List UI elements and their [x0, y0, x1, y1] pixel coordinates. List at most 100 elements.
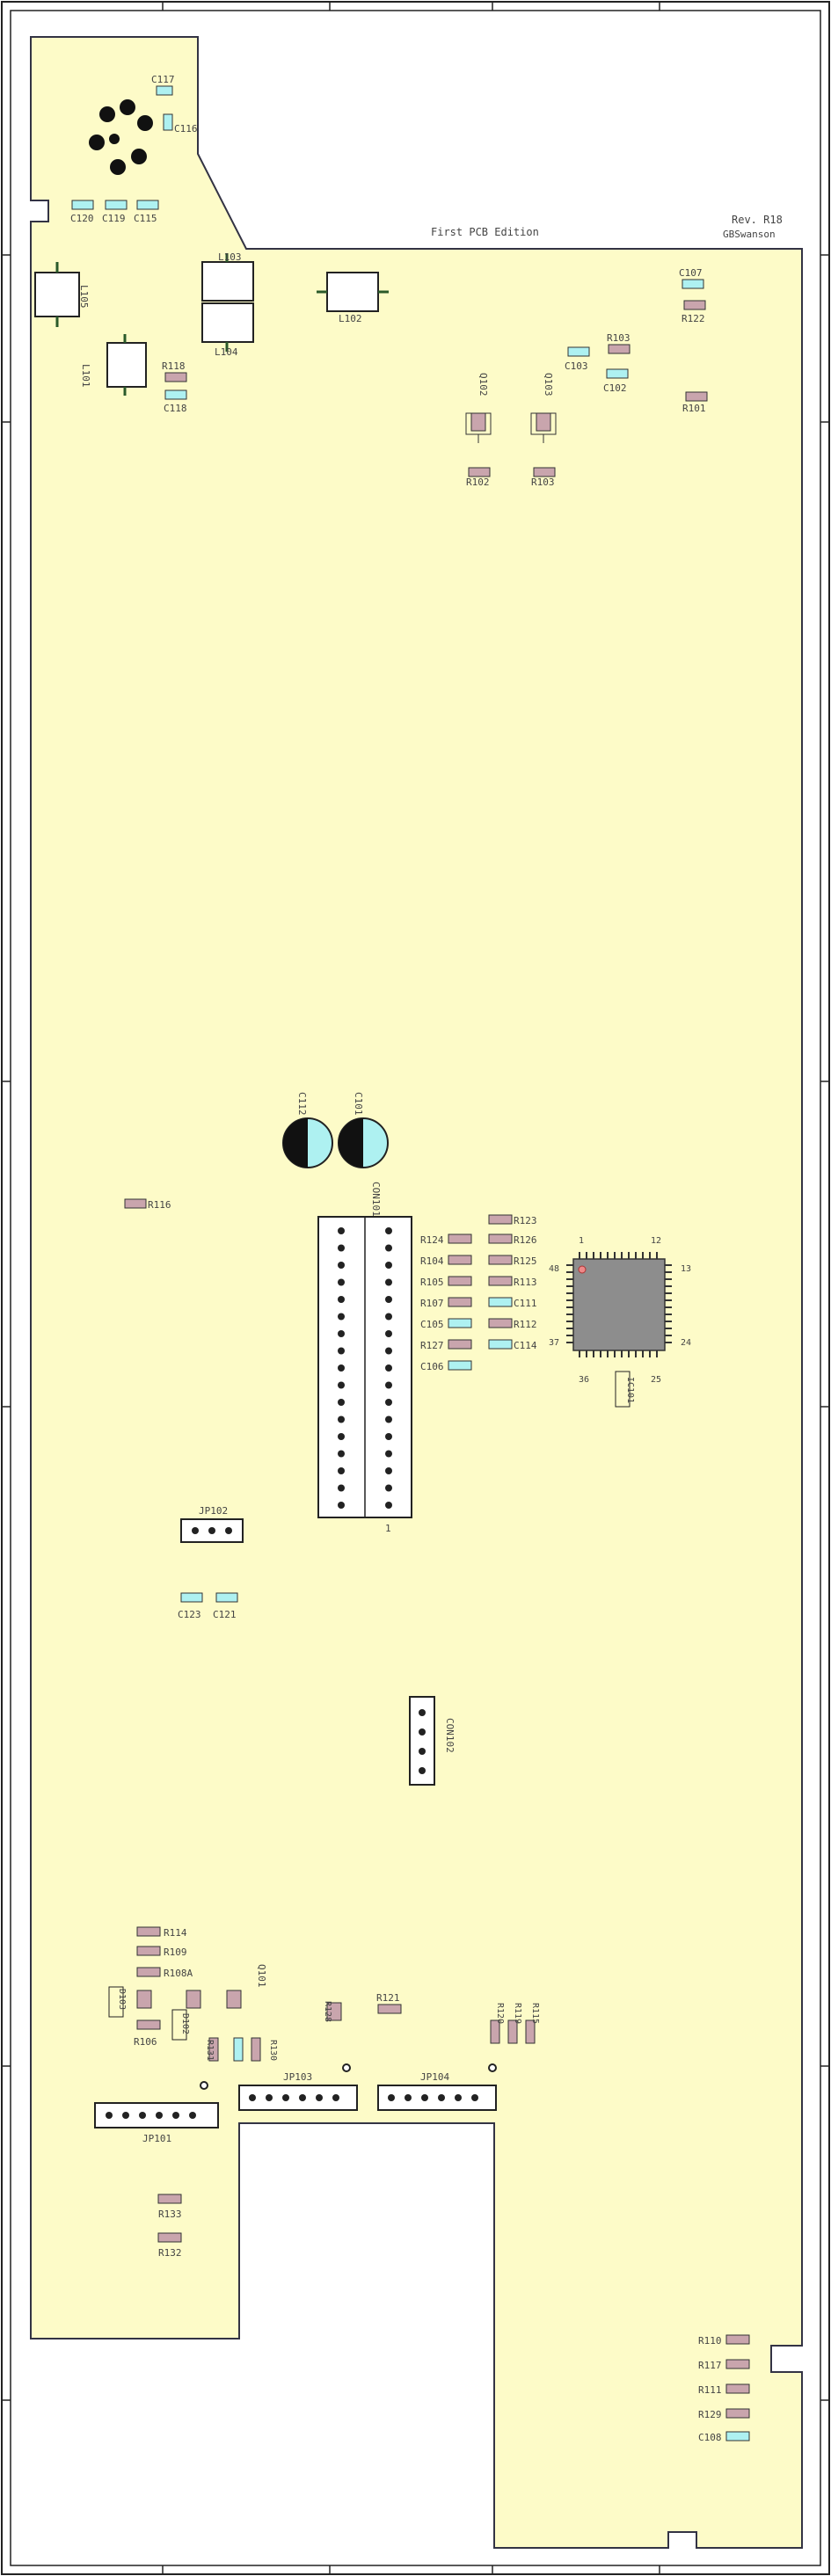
label-jp103: JP103	[283, 2071, 312, 2083]
connector-pin	[338, 1296, 345, 1303]
ic-pin	[665, 1313, 672, 1315]
label-r132: R132	[158, 2247, 182, 2259]
label-r104: R104	[420, 1255, 444, 1267]
ic-pin	[621, 1350, 623, 1357]
ic-pin	[600, 1350, 601, 1357]
label-r103b: R103	[531, 477, 555, 488]
header-jp102-pins	[192, 1527, 232, 1534]
ic-pin	[649, 1252, 651, 1259]
label-r116: R116	[148, 1199, 171, 1211]
connector-con102-pins	[419, 1709, 426, 1774]
label-jp104: JP104	[420, 2071, 449, 2083]
drawing-frame-inner	[10, 10, 821, 2566]
label-r124: R124	[420, 1234, 444, 1246]
header-jp101-pins	[106, 2112, 196, 2119]
organization-text: GBSwanson	[723, 229, 776, 240]
label-l103: L103	[218, 251, 242, 263]
board-outline	[30, 36, 803, 2549]
connector-pin	[338, 1313, 345, 1321]
vias	[200, 2063, 497, 2090]
label-c119: C119	[102, 213, 126, 224]
connector-pin	[338, 1262, 345, 1269]
label-jp102: JP102	[199, 1505, 228, 1517]
ic-pin	[665, 1328, 672, 1329]
connector-pin	[385, 1399, 392, 1406]
label-c115: C115	[134, 213, 157, 224]
label-jp101: JP101	[142, 2133, 171, 2144]
pad-r116	[124, 1198, 147, 1209]
label-c116: C116	[174, 123, 198, 135]
label-l104: L104	[215, 346, 238, 358]
electrolytic-capacitors	[282, 1117, 389, 1168]
connector-pin	[338, 1433, 345, 1440]
ic-pin	[614, 1350, 616, 1357]
ic-pin	[586, 1350, 587, 1357]
label-ic-pin12: 12	[651, 1236, 661, 1246]
ic-pin	[579, 1252, 580, 1259]
label-r107: R107	[420, 1298, 444, 1309]
ic-pin	[566, 1342, 573, 1343]
label-ic-pin48: 48	[549, 1264, 559, 1274]
label-r111: R111	[698, 2384, 722, 2396]
label-ic-pin1: 1	[579, 1236, 584, 1246]
connector-pin	[385, 1278, 392, 1286]
connector-pin	[338, 1330, 345, 1337]
label-c112: C112	[296, 1092, 308, 1116]
ic-pin	[566, 1313, 573, 1315]
label-c108: C108	[698, 2432, 722, 2443]
header-jp103-pins	[249, 2094, 339, 2101]
label-l101: L101	[80, 364, 91, 388]
smd-pads-top-right	[567, 279, 708, 402]
label-r117: R117	[698, 2360, 722, 2371]
passive-bank-left	[448, 1214, 513, 1371]
connector-pin	[385, 1227, 392, 1234]
label-r114: R114	[164, 1927, 187, 1939]
connector-pin	[385, 1296, 392, 1303]
label-c103: C103	[565, 360, 588, 372]
ic-pin	[607, 1350, 609, 1357]
ic-pin	[665, 1285, 672, 1287]
ic101-body	[572, 1258, 666, 1351]
label-r126: R126	[514, 1234, 537, 1246]
revision-text: Rev. R18	[732, 214, 783, 226]
ic-pin	[665, 1278, 672, 1280]
label-c107: C107	[679, 267, 703, 279]
ic-pin	[665, 1264, 672, 1266]
label-c120: C120	[70, 213, 94, 224]
inductors	[34, 261, 379, 388]
label-ic101: IC101	[625, 1377, 635, 1403]
ic-pin	[566, 1321, 573, 1322]
label-r101: R101	[682, 403, 706, 414]
label-r118: R118	[162, 360, 186, 372]
ic-pin	[635, 1252, 637, 1259]
ic-pin	[656, 1252, 658, 1259]
ic-pin	[566, 1271, 573, 1273]
label-con-pin1: 1	[385, 1523, 391, 1534]
ic-pin	[621, 1252, 623, 1259]
ic-pin	[566, 1292, 573, 1294]
ic101-pins	[566, 1252, 672, 1357]
passive-bank-bottom-right	[725, 2334, 750, 2441]
connector-pin	[338, 1364, 345, 1372]
label-d102: D102	[180, 2013, 190, 2034]
ic-pin	[628, 1252, 630, 1259]
connector-pin	[385, 1415, 392, 1423]
label-r106: R106	[134, 2036, 157, 2048]
label-c123: C123	[178, 1609, 201, 1620]
label-c111: C111	[514, 1298, 537, 1309]
connector-pin	[338, 1244, 345, 1252]
label-r130: R130	[268, 2040, 278, 2061]
inductor-leads	[55, 253, 389, 396]
ic101-label-box	[615, 1371, 631, 1408]
label-c118: C118	[164, 403, 187, 414]
label-q103: Q103	[543, 373, 554, 397]
label-r102: R102	[466, 477, 490, 488]
label-c102: C102	[603, 382, 627, 394]
label-c106: C106	[420, 1361, 444, 1372]
connector-pin	[385, 1450, 392, 1458]
label-ic-pin13: 13	[681, 1264, 691, 1274]
label-con102: CON102	[444, 1718, 456, 1753]
connector-pin	[385, 1262, 392, 1269]
ic-pin	[593, 1350, 594, 1357]
